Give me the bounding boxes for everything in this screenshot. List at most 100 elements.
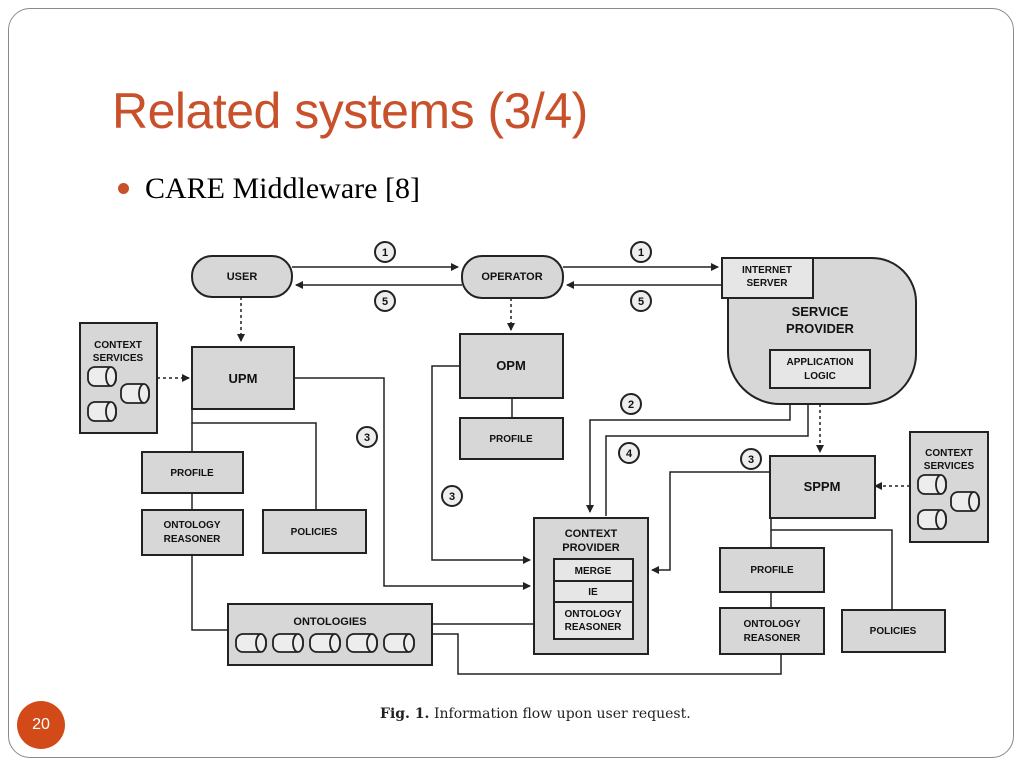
upm-policies-node: POLICIES	[262, 509, 367, 554]
step-marker-operator-internet-response: 5	[630, 290, 652, 312]
svg-text:1: 1	[638, 247, 644, 259]
database-icon	[235, 633, 267, 653]
svg-text:SERVICE: SERVICE	[792, 304, 849, 319]
arrow-upm-to-context-provider	[294, 377, 531, 590]
svg-text:PROFILE: PROFILE	[750, 565, 794, 576]
internet-server-node: INTERNET SERVER	[721, 257, 814, 299]
figure-caption: Fig. 1. Information flow upon user reque…	[380, 706, 691, 722]
merge-module: MERGE	[553, 558, 634, 582]
upm-ontology-reasoner-node: ONTOLOGY REASONER	[141, 509, 244, 556]
context-provider-node: CONTEXT PROVIDER MERGE IE ONTOLOGY REASO…	[533, 517, 649, 655]
svg-text:REASONER: REASONER	[744, 633, 801, 644]
svg-text:3: 3	[748, 454, 754, 466]
step-marker-upm: 3	[356, 426, 378, 448]
step-marker-app-logic-request: 2	[620, 393, 642, 415]
arrow-sppm-to-context-provider	[651, 471, 770, 574]
svg-text:INTERNET: INTERNET	[742, 265, 792, 276]
svg-text:ONTOLOGIES: ONTOLOGIES	[293, 616, 366, 628]
svg-text:APPLICATION: APPLICATION	[786, 357, 853, 368]
svg-text:PROFILE: PROFILE	[170, 468, 214, 479]
svg-text:PROFILE: PROFILE	[489, 434, 533, 445]
opm-node: OPM	[459, 333, 564, 399]
svg-text:SERVER: SERVER	[747, 278, 789, 289]
database-icon	[120, 383, 150, 404]
arrow-context-provider-to-app-logic	[605, 391, 812, 516]
line-sppm-reasoner-ontologies	[432, 633, 782, 675]
svg-text:LOGIC: LOGIC	[804, 371, 836, 382]
svg-text:3: 3	[364, 432, 370, 444]
context-services-right-node: CONTEXT SERVICES	[909, 431, 989, 543]
sppm-profile-node: PROFILE	[719, 547, 825, 593]
database-icon	[950, 491, 980, 512]
step-marker-app-logic-response: 4	[618, 442, 640, 464]
connectors	[157, 263, 910, 675]
upm-node: UPM	[191, 346, 295, 410]
upm-profile-node: PROFILE	[141, 451, 244, 494]
svg-text:USER: USER	[227, 271, 258, 283]
svg-text:5: 5	[638, 296, 644, 308]
database-icon	[87, 366, 117, 387]
database-icon	[383, 633, 415, 653]
sppm-policies-node: POLICIES	[841, 609, 946, 653]
svg-text:ONTOLOGY: ONTOLOGY	[743, 619, 800, 630]
step-marker-operator-internet-request: 1	[630, 241, 652, 263]
page-number-badge: 20	[17, 701, 65, 749]
slide-frame	[8, 8, 1014, 758]
svg-text:ONTOLOGY: ONTOLOGY	[564, 609, 621, 620]
cp-ontology-reasoner-module: ONTOLOGY REASONER	[553, 601, 634, 640]
step-marker-user-operator-request: 1	[374, 241, 396, 263]
svg-text:4: 4	[626, 448, 633, 460]
svg-text:PROVIDER: PROVIDER	[562, 542, 620, 554]
svg-text:CONTEXT: CONTEXT	[565, 528, 618, 540]
database-icon	[917, 474, 947, 495]
svg-text:CONTEXT: CONTEXT	[925, 448, 973, 459]
operator-node: OPERATOR	[461, 255, 564, 299]
bullet-dot-icon	[118, 182, 129, 194]
context-services-left-node: CONTEXT SERVICES	[79, 322, 158, 434]
sppm-ontology-reasoner-node: ONTOLOGY REASONER	[719, 607, 825, 655]
svg-text:SERVICES: SERVICES	[93, 353, 144, 364]
line-reasoner-ontologies	[191, 555, 228, 631]
user-node: USER	[191, 255, 293, 298]
caption-label: Fig. 1.	[380, 706, 429, 722]
svg-text:SPPM: SPPM	[804, 479, 841, 494]
svg-text:PROVIDER: PROVIDER	[786, 321, 855, 336]
opm-profile-node: PROFILE	[459, 417, 564, 460]
svg-text:MERGE: MERGE	[575, 566, 612, 577]
step-marker-user-operator-response: 5	[374, 290, 396, 312]
svg-text:IE: IE	[588, 587, 598, 598]
svg-text:ONTOLOGY: ONTOLOGY	[163, 520, 220, 531]
svg-text:REASONER: REASONER	[565, 622, 622, 633]
slide-title: Related systems (3/4)	[112, 83, 588, 139]
step-marker-opm: 3	[441, 485, 463, 507]
line-upm-policies	[191, 409, 317, 510]
svg-text:POLICIES: POLICIES	[291, 527, 338, 538]
application-logic-node: APPLICATION LOGIC	[769, 349, 871, 389]
bullet-text: CARE Middleware [8]	[145, 172, 420, 205]
svg-text:UPM: UPM	[229, 371, 258, 386]
ie-module: IE	[553, 580, 634, 603]
caption-text: Information flow upon user request.	[434, 706, 691, 722]
step-marker-sppm: 3	[740, 448, 762, 470]
svg-text:3: 3	[449, 491, 455, 503]
line-sppm-policies	[770, 518, 893, 610]
database-icon	[917, 509, 947, 530]
database-icon	[272, 633, 304, 653]
database-icon	[346, 633, 378, 653]
svg-text:OPM: OPM	[496, 358, 526, 373]
sppm-node: SPPM	[769, 455, 876, 519]
svg-text:POLICIES: POLICIES	[870, 626, 917, 637]
arrow-opm-to-context-provider	[431, 365, 531, 564]
svg-text:REASONER: REASONER	[164, 534, 221, 545]
svg-text:OPERATOR: OPERATOR	[481, 271, 542, 283]
svg-text:1: 1	[382, 247, 388, 259]
svg-text:2: 2	[628, 399, 634, 411]
svg-text:SERVICES: SERVICES	[924, 461, 975, 472]
bullet-item: CARE Middleware [8]	[118, 172, 420, 206]
svg-text:5: 5	[382, 296, 388, 308]
database-icon	[87, 401, 117, 422]
database-icon	[309, 633, 341, 653]
svg-text:CONTEXT: CONTEXT	[94, 340, 142, 351]
ontologies-node: ONTOLOGIES	[227, 603, 433, 666]
